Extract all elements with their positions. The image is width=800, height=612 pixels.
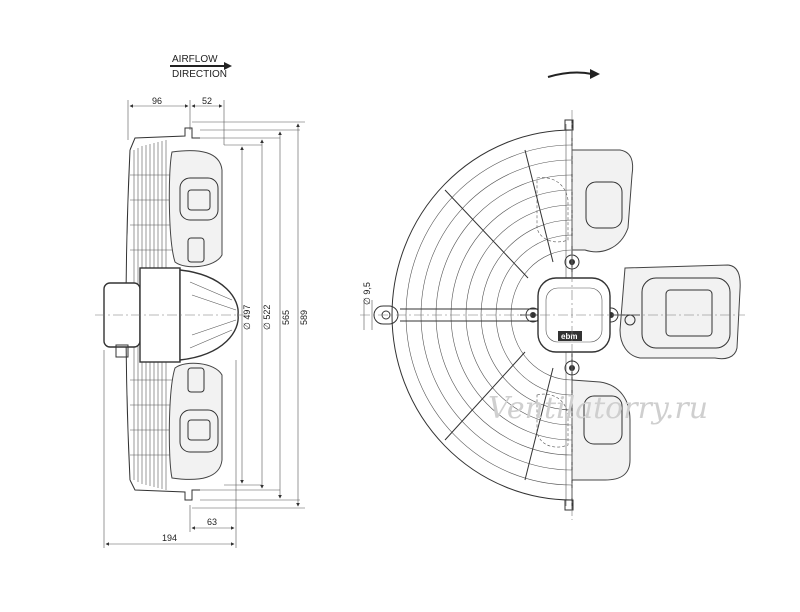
airflow-direction-label: AIRFLOW DIRECTION [170, 54, 232, 80]
watermark: Ventilatorry.ru [488, 391, 708, 426]
dim-52: 52 [202, 96, 212, 106]
dim-d9-5: ∅ 9,5 [362, 282, 372, 305]
side-blade-upper [168, 150, 223, 268]
rotation-arrow-icon [590, 69, 600, 79]
dim-63: 63 [207, 517, 217, 527]
front-view: ∅ 9,5 ebm [360, 69, 745, 520]
hub-ribs [189, 281, 237, 349]
side-view: 96 52 [95, 96, 309, 548]
airflow-label-line2: DIRECTION [172, 69, 227, 80]
motor-logo-text: ebm [561, 332, 577, 341]
dim-589: 589 [299, 310, 309, 325]
airflow-label-line1: AIRFLOW [172, 54, 218, 65]
rotation-arrow [547, 71, 593, 78]
guard-spokes [400, 149, 554, 481]
motor-hub [537, 277, 611, 353]
airflow-arrow-icon [224, 62, 232, 70]
side-blade-lower [168, 362, 223, 480]
dim-96: 96 [152, 96, 162, 106]
dim-d497: ∅ 497 [242, 305, 252, 330]
dim-194: 194 [162, 533, 177, 543]
cable-gland [115, 344, 129, 358]
front-blade-top [571, 149, 634, 253]
dim-565: 565 [281, 310, 291, 325]
dim-d522: ∅ 522 [262, 305, 272, 330]
front-blade-bottom [571, 379, 631, 481]
motor-logo-badge [558, 331, 582, 341]
